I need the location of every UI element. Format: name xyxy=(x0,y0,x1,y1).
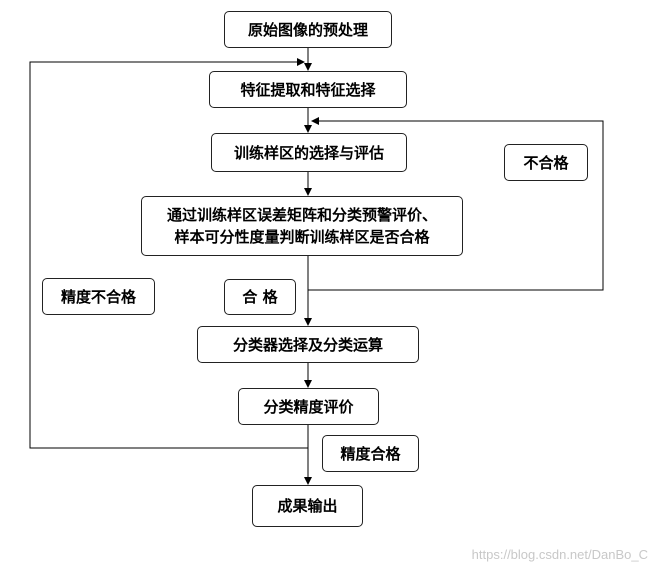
output-box: 成果输出 xyxy=(252,485,363,527)
accuracy-label: 分类精度评价 xyxy=(263,397,354,416)
output-label: 成果输出 xyxy=(277,497,338,515)
loop-sample-fail xyxy=(308,117,604,291)
loop-accuracy-fail xyxy=(29,58,308,449)
pass-label: 合 格 xyxy=(242,288,278,306)
accuracy-fail-label-box: 精度不合格 xyxy=(42,278,155,315)
accuracy-pass-label-box: 精度合格 xyxy=(322,435,419,472)
classify-label: 分类器选择及分类运算 xyxy=(232,335,383,354)
feature-label: 特征提取和特征选择 xyxy=(240,80,376,99)
watermark: https://blog.csdn.net/DanBo_C xyxy=(471,547,648,562)
accuracy-fail-label: 精度不合格 xyxy=(60,287,136,306)
accuracy-box: 分类精度评价 xyxy=(238,388,379,425)
classify-box: 分类器选择及分类运算 xyxy=(197,326,419,363)
sample-select-box: 训练样区的选择与评估 xyxy=(211,133,407,172)
evaluate-line2: 样本可分性度量判断训练样区是否合格 xyxy=(174,228,430,246)
fail-label: 不合格 xyxy=(523,153,569,172)
preprocess-box: 原始图像的预处理 xyxy=(224,11,392,48)
accuracy-pass-label: 精度合格 xyxy=(340,444,401,463)
evaluate-box: 通过训练样区误差矩阵和分类预警评价、 样本可分性度量判断训练样区是否合格 xyxy=(141,196,463,256)
feature-box: 特征提取和特征选择 xyxy=(209,71,407,108)
sample-select-label: 训练样区的选择与评估 xyxy=(233,143,384,162)
evaluate-line1: 通过训练样区误差矩阵和分类预警评价、 xyxy=(166,206,437,224)
preprocess-label: 原始图像的预处理 xyxy=(247,20,368,39)
pass-label-box: 合 格 xyxy=(224,279,296,315)
fail-label-box: 不合格 xyxy=(504,144,588,181)
